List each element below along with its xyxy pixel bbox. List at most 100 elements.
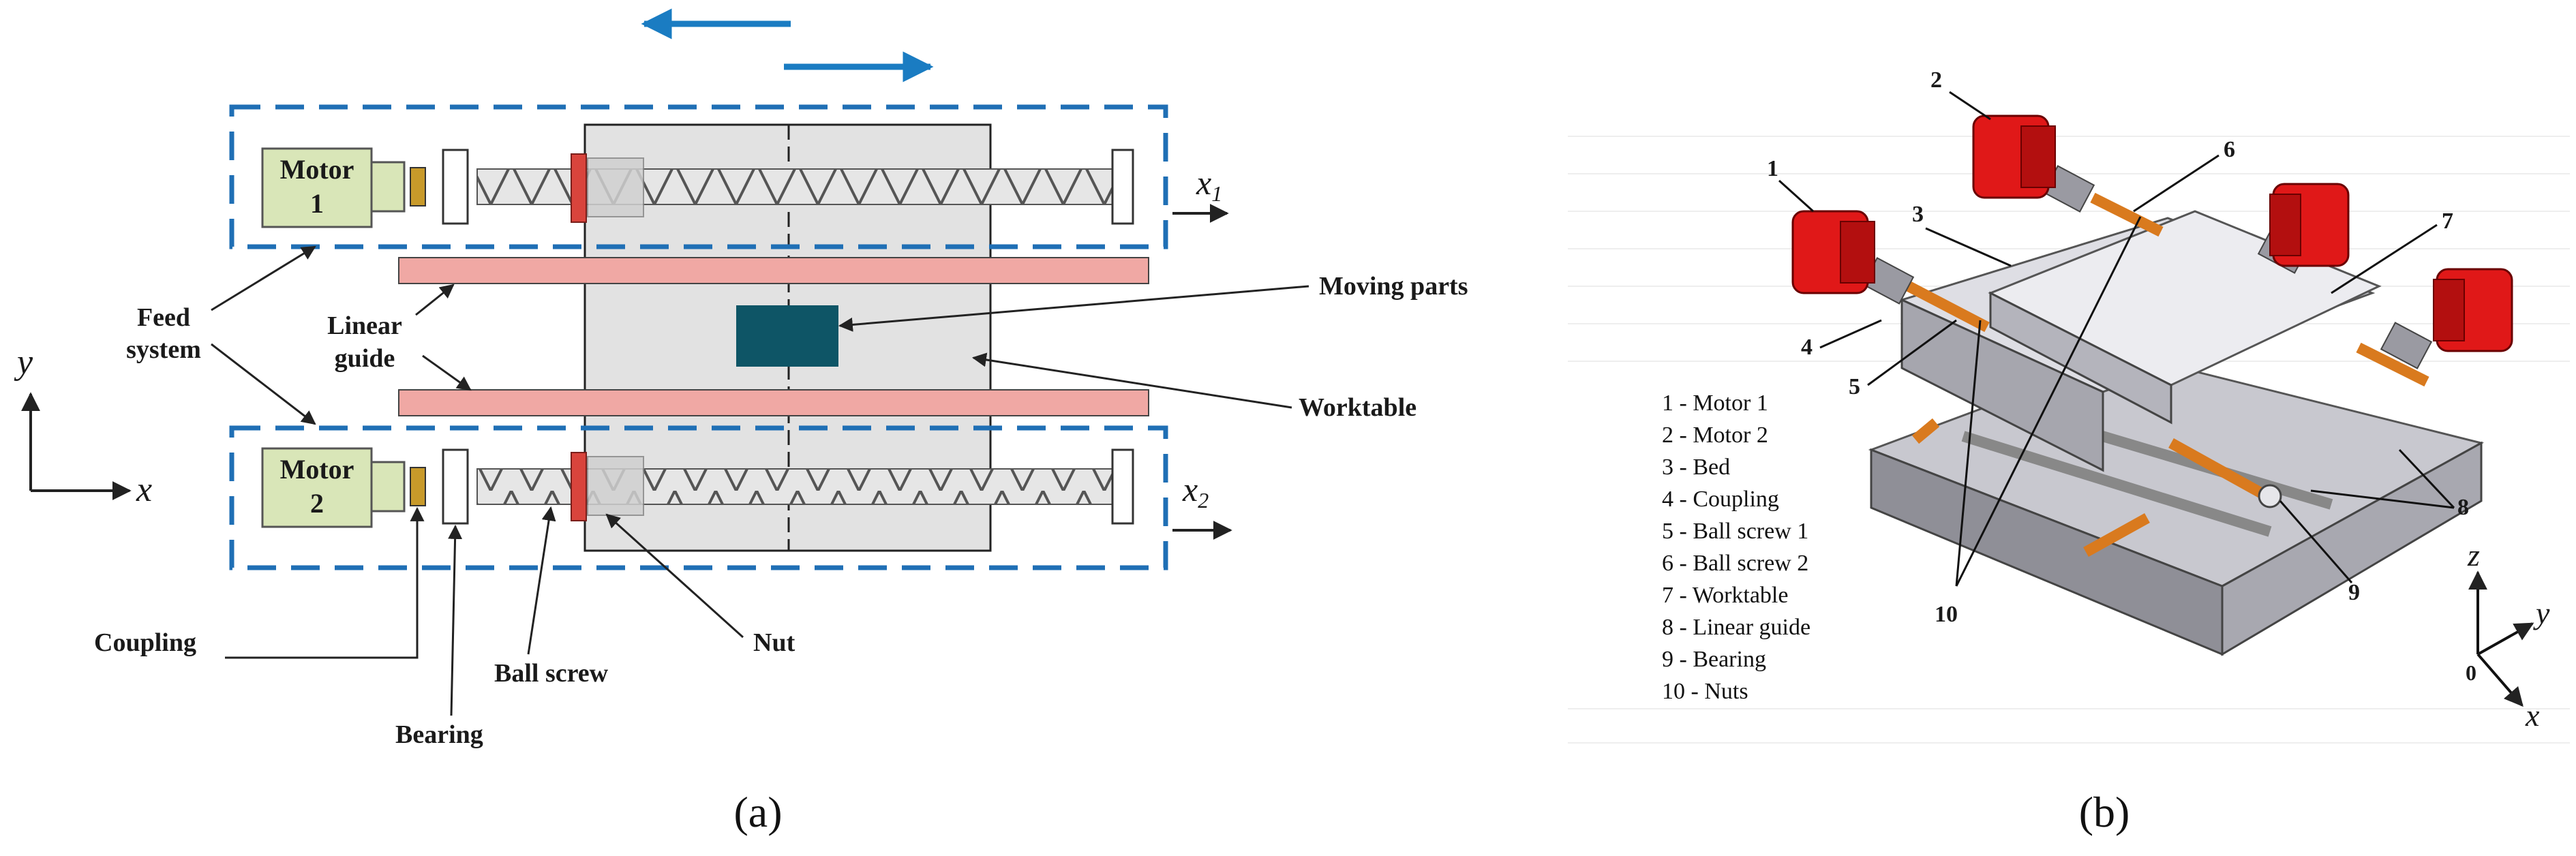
feed-system-leader-bottom	[211, 343, 316, 425]
ball-screw-6-3d	[2083, 513, 2150, 557]
caption-a: (a)	[733, 788, 782, 836]
ball-screw-leader	[527, 506, 556, 655]
linear-guide-bottom	[398, 389, 1149, 416]
worktable-leader	[971, 352, 1292, 409]
callout-1: 1	[1767, 156, 1778, 181]
caption-b: (b)	[2079, 788, 2130, 836]
ball-screw-4-3d	[2168, 438, 2266, 499]
motor-1-3d	[1791, 210, 1875, 294]
x1-label: x1	[1196, 164, 1222, 206]
feed-system-leader-top	[211, 245, 316, 311]
callout-4-leader	[1819, 319, 1882, 349]
nut-2	[587, 456, 644, 516]
screw-flange-1	[571, 153, 587, 223]
callout-9-leader	[2279, 500, 2353, 583]
moving-parts-label: Moving parts	[1319, 272, 1468, 301]
motor-3-3d	[2269, 183, 2350, 267]
x1-subscript: 1	[1211, 181, 1222, 206]
feed-system-2	[229, 425, 1168, 570]
ball-screw-5-3d	[1911, 418, 1940, 444]
motor-1-shaft	[370, 161, 406, 213]
callout-6: 6	[2224, 137, 2235, 162]
x2-subscript: 2	[1198, 488, 1209, 513]
nut-1	[587, 157, 644, 217]
ball-screw-label: Ball screw	[494, 659, 609, 688]
callout-2-leader	[1949, 91, 1991, 121]
motor-1	[261, 147, 373, 228]
bed-front	[1900, 298, 2104, 472]
callout-9: 9	[2348, 580, 2360, 605]
motor-2-number: 2	[310, 488, 324, 519]
panel-a: Motor 1 Motor 2 Feed system Linear guide…	[14, 8, 1468, 836]
feed-system-1	[229, 104, 1168, 249]
callout-6-leader	[2133, 154, 2219, 213]
feed-system-label-line2: system	[126, 335, 201, 364]
axis-x3d-label: x	[2525, 698, 2540, 733]
ball-screw-3-3d	[2356, 342, 2429, 387]
coupling-leader	[225, 506, 425, 659]
motor-2-3d	[1972, 114, 2056, 199]
callout-1-leader	[1778, 179, 1815, 213]
screw-flange-2	[571, 452, 587, 521]
end-bearing-1	[1111, 149, 1134, 225]
bearing-leader	[448, 524, 463, 716]
callout-5-leader	[1867, 319, 1957, 386]
axis-x3d-line	[2476, 653, 2524, 707]
legend-item: 1 - Motor 1	[1662, 391, 1768, 416]
axis-y-label: y	[14, 343, 33, 382]
callout-3: 3	[1912, 202, 1924, 227]
linear-guide-top	[398, 257, 1149, 284]
callout-7-leader	[2331, 224, 2438, 294]
motor-2-shaft	[370, 461, 406, 513]
ball-screw-2-3d	[2090, 192, 2164, 237]
legend-item: 3 - Bed	[1662, 455, 1730, 480]
moving-parts-block	[736, 305, 838, 367]
callout-2: 2	[1930, 67, 1942, 93]
motor-2-label: Motor	[280, 454, 354, 485]
axis-z-label: z	[2467, 538, 2480, 572]
motor-2	[261, 447, 373, 528]
bearing-2	[442, 448, 469, 525]
bearing-1	[442, 149, 469, 225]
motor-4-3d	[2433, 268, 2513, 352]
legend-item: 6 - Ball screw 2	[1662, 551, 1808, 576]
feed-system-label-line1: Feed	[137, 303, 190, 332]
callout-10-leader-b	[1955, 216, 2142, 587]
axis-y3d-line	[2477, 622, 2534, 656]
bearing-3d	[2258, 484, 2282, 508]
axis-y3d-label: y	[2533, 596, 2550, 630]
axis-origin-label: 0	[2466, 660, 2476, 685]
bearing-label: Bearing	[395, 720, 483, 749]
x2-label: x2	[1182, 470, 1209, 513]
axis-x-label: x	[136, 470, 152, 509]
coupling-label: Coupling	[94, 628, 196, 657]
legend-item: 7 - Worktable	[1662, 583, 1788, 608]
linear-guide-label-line2: guide	[335, 344, 395, 373]
linear-guide-leader-bottom	[422, 354, 472, 391]
legend-item: 5 - Ball screw 1	[1662, 519, 1808, 544]
callout-8: 8	[2457, 495, 2469, 520]
ball-screw-1-3d	[1906, 281, 1990, 333]
coupling-1	[410, 167, 426, 207]
legend-item: 2 - Motor 2	[1662, 423, 1768, 448]
legend-item: 10 - Nuts	[1662, 679, 1748, 704]
worktable-front	[1989, 291, 2172, 425]
callout-8-leader-a	[2310, 489, 2455, 509]
callout-4: 4	[1801, 335, 1813, 360]
motor-1-number: 1	[310, 188, 324, 219]
callout-5: 5	[1849, 374, 1860, 399]
x1-main: x	[1196, 164, 1211, 202]
machine-base-side	[2221, 441, 2483, 656]
nut-label: Nut	[753, 628, 795, 657]
legend-item: 8 - Linear guide	[1662, 615, 1810, 640]
legend: 1 - Motor 1 2 - Motor 2 3 - Bed 4 - Coup…	[1662, 391, 1810, 704]
x2-main: x	[1182, 470, 1198, 508]
linear-guide-leader-top	[415, 284, 455, 316]
feed-system-2-boundary	[229, 425, 1168, 570]
callout-10-leader-a	[1955, 320, 1982, 587]
motor-1-label: Motor	[280, 154, 354, 185]
callout-3-leader	[1925, 227, 2012, 267]
legend-item: 9 - Bearing	[1662, 647, 1766, 672]
coupling-3d-4	[2380, 322, 2433, 369]
